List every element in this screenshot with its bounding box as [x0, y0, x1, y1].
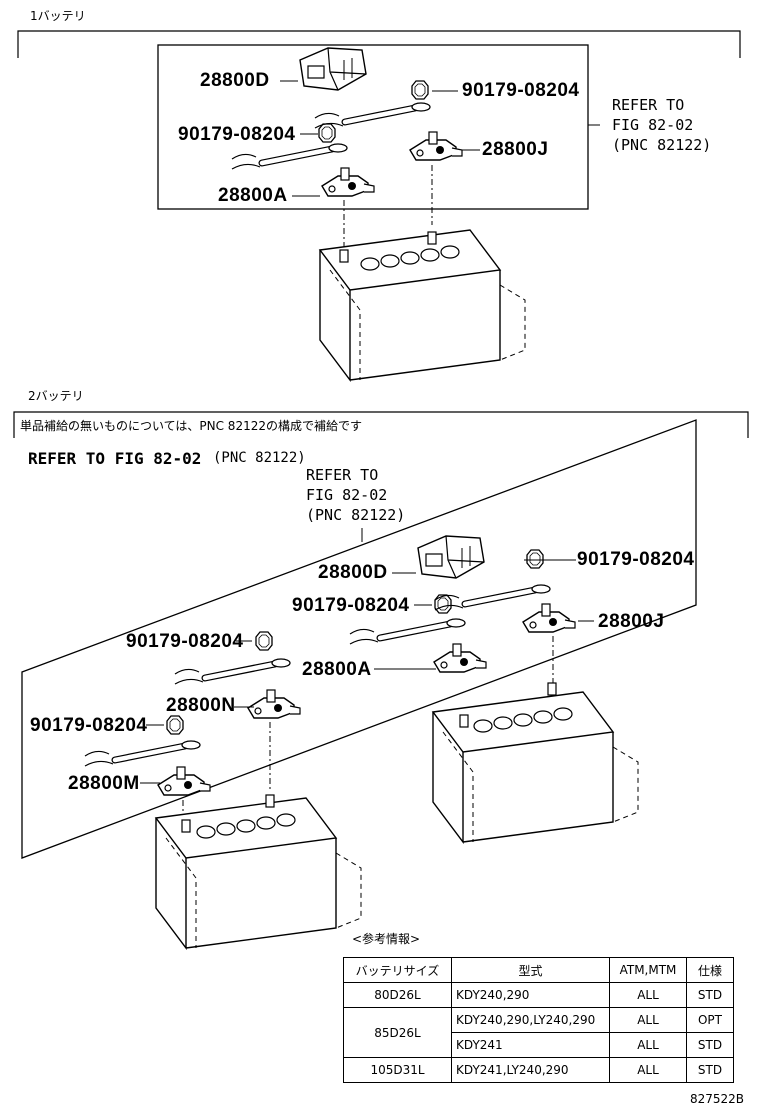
part-label-clamp-j: 28800J [598, 611, 665, 632]
figure-id: 827522B [690, 1092, 745, 1106]
table-caption: <参考情報> [352, 932, 421, 946]
part-label-nut: 90179-08204 [30, 715, 148, 736]
part-label-clamp-a: 28800A [302, 659, 372, 680]
refer-line-3: (PNC 82122) [612, 136, 712, 154]
table-header-row: バッテリサイズ 型式 ATM,MTM 仕様 [343, 957, 734, 983]
table-cell: STD [686, 982, 734, 1008]
table-cell: STD [686, 1032, 734, 1058]
refer-line-2: FIG 82-02 [306, 486, 388, 504]
refer-line-3: (PNC 82122) [306, 506, 406, 524]
refer-line-1: REFER TO [306, 466, 379, 484]
table-cell: 85D26L [343, 1007, 452, 1058]
refer-line-1: REFER TO [612, 96, 685, 114]
table-cell: 80D26L [343, 982, 452, 1008]
table-header: 型式 [451, 957, 610, 983]
part-label-nut: 90179-08204 [577, 549, 695, 570]
table-cell: 105D31L [343, 1057, 452, 1083]
section-2-note: 単品補給の無いものについては、PNC 82122の構成で補給です [20, 419, 362, 433]
part-label-clamp-a: 28800A [218, 185, 288, 206]
part-label-clamp-m: 28800M [68, 773, 140, 794]
refer-line-2: FIG 82-02 [612, 116, 694, 134]
part-label-cover: 28800D [318, 562, 388, 583]
section-2-title: 2バッテリ [28, 389, 84, 403]
part-label-nut: 90179-08204 [462, 80, 580, 101]
table-header: ATM,MTM [609, 957, 687, 983]
table-cell: ALL [609, 1032, 687, 1058]
part-label-cover: 28800D [200, 70, 270, 91]
part-label-clamp-j: 28800J [482, 139, 549, 160]
table-cell: KDY240,290,LY240,290 [451, 1007, 610, 1033]
table-row: 85D26L KDY240,290,LY240,290 ALL OPT [343, 1007, 734, 1058]
part-label-nut: 90179-08204 [178, 124, 296, 145]
table-cell: ALL [609, 982, 687, 1008]
table-cell: KDY240,290 [451, 982, 610, 1008]
table-row: 80D26L KDY240,290 ALL STD [343, 982, 734, 1008]
table-header: バッテリサイズ [343, 957, 452, 983]
table-cell: STD [686, 1057, 734, 1083]
table-row: 105D31L KDY241,LY240,290 ALL STD [343, 1057, 734, 1083]
table-header: 仕様 [686, 957, 734, 983]
section-2-refer-sub: (PNC 82122) [213, 450, 306, 466]
part-label-nut: 90179-08204 [126, 631, 244, 652]
table-cell: OPT [686, 1007, 734, 1033]
table-cell: KDY241 [451, 1032, 610, 1058]
table-cell: ALL [609, 1007, 687, 1033]
table-cell: ALL [609, 1057, 687, 1083]
section-1-title: 1バッテリ [30, 9, 86, 23]
table-cell: KDY241,LY240,290 [451, 1057, 610, 1083]
part-label-nut: 90179-08204 [292, 595, 410, 616]
section-2-refer-main: REFER TO FIG 82-02 [28, 449, 202, 468]
reference-table: バッテリサイズ 型式 ATM,MTM 仕様 80D26L KDY240,290 … [343, 957, 734, 1083]
part-label-clamp-n: 28800N [166, 695, 236, 716]
